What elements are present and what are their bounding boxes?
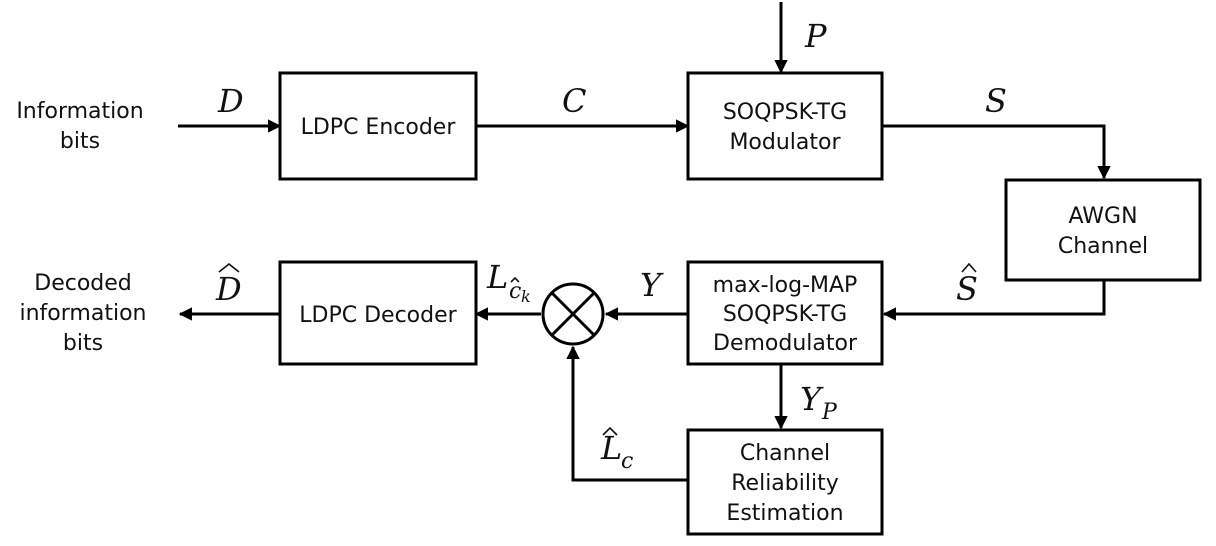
signal-D-hat: D xyxy=(215,262,242,308)
signal-D: D xyxy=(217,82,244,120)
ldpc-encoder-label: LDPC Encoder xyxy=(301,115,457,140)
hat-mark xyxy=(961,262,977,273)
modulator-label-line-1: SOQPSK-TG xyxy=(723,100,847,125)
reliability-label-line-3: Estimation xyxy=(726,501,843,526)
multiplier-node xyxy=(541,282,605,346)
signal-C: C xyxy=(562,82,586,120)
signal-P: P xyxy=(804,17,827,55)
output-label-line-1: Decoded xyxy=(34,271,132,296)
signal-S-hat-letter: S xyxy=(956,270,978,308)
demodulator-block: max-log-MAP SOQPSK-TG Demodulator xyxy=(686,260,884,366)
signal-S-hat: S xyxy=(956,262,978,308)
demodulator-label-line-3: Demodulator xyxy=(713,331,858,356)
signal-Y-P-subscript: P xyxy=(821,400,838,425)
ldpc-decoder-block: LDPC Decoder xyxy=(278,260,478,366)
signal-L-ck-sub-subscript: k xyxy=(521,287,531,306)
ldpc-decoder-label: LDPC Decoder xyxy=(299,303,457,328)
input-label-line-1: Information xyxy=(16,99,143,124)
reliability-estimation-block: Channel Reliability Estimation xyxy=(686,428,884,536)
awgn-label-line-2: Channel xyxy=(1058,234,1148,259)
signal-Y-P: Y P xyxy=(800,380,838,425)
signal-S: S xyxy=(985,82,1007,120)
hat-mark xyxy=(218,262,240,273)
arrow-estimation-to-multiplier xyxy=(566,345,688,482)
hat-mark xyxy=(510,276,520,283)
input-label: Information bits xyxy=(16,99,143,154)
arrow-channel-to-demodulator xyxy=(882,280,1106,321)
signal-L-c-hat-letter: L xyxy=(600,429,622,467)
awgn-channel-block: AWGN Channel xyxy=(1004,178,1202,282)
arrow-modulator-to-channel xyxy=(882,124,1111,180)
input-label-line-2: bits xyxy=(60,129,100,154)
signal-L-ck-letter: L xyxy=(486,258,508,296)
ldpc-encoder-block: LDPC Encoder xyxy=(278,71,478,181)
demodulator-label-line-1: max-log-MAP xyxy=(713,273,858,298)
output-label-line-3: bits xyxy=(63,331,103,356)
modulator-label-line-2: Modulator xyxy=(729,130,841,155)
signal-L-ck: L c k xyxy=(486,258,531,306)
modulator-block: SOQPSK-TG Modulator xyxy=(686,71,884,181)
reliability-label-line-1: Channel xyxy=(740,441,830,466)
hat-mark xyxy=(602,426,618,436)
signal-Y: Y xyxy=(640,266,664,304)
reliability-label-line-2: Reliability xyxy=(731,471,839,496)
signal-Y-P-letter: Y xyxy=(800,380,824,418)
demodulator-label-line-2: SOQPSK-TG xyxy=(723,302,847,327)
signal-L-c-hat-subscript: c xyxy=(621,449,633,474)
signal-L-ck-subscript: c xyxy=(509,279,521,304)
signal-L-c-hat: L c xyxy=(600,426,633,474)
output-label-line-2: information xyxy=(20,301,147,326)
output-label: Decoded information bits xyxy=(20,271,147,356)
awgn-label-line-1: AWGN xyxy=(1068,204,1137,229)
signal-D-hat-letter: D xyxy=(215,270,242,308)
